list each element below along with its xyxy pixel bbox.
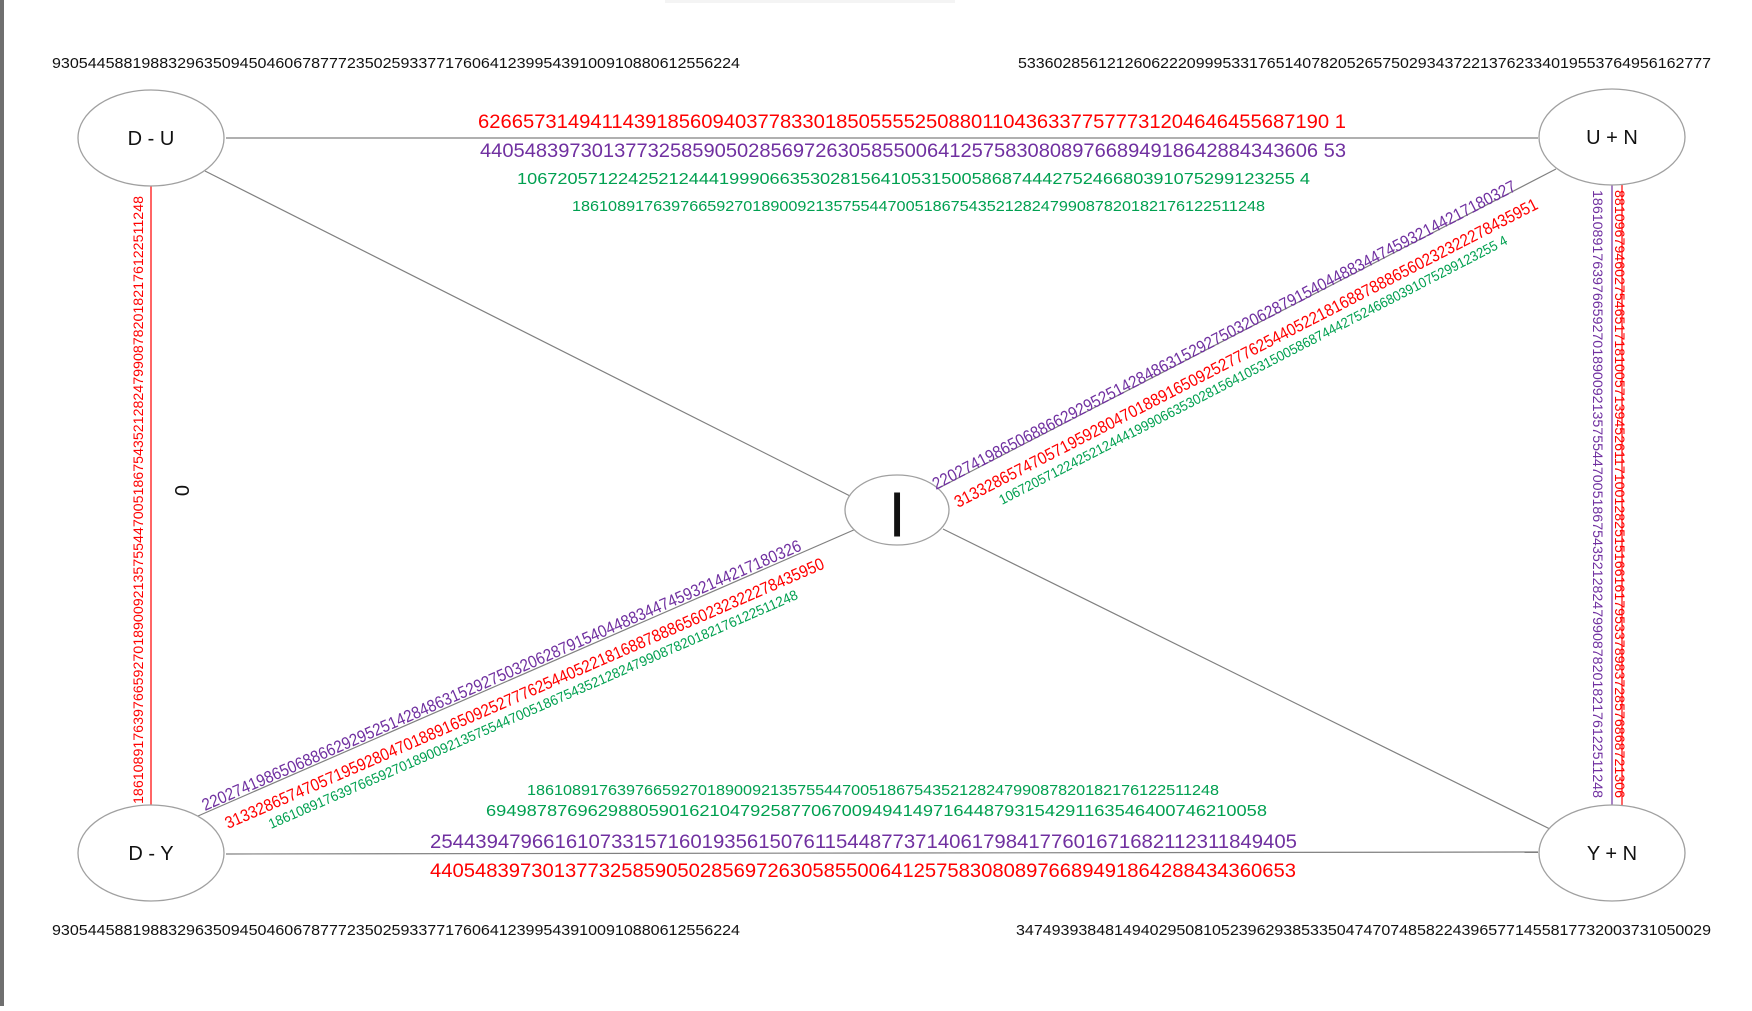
diag-du-center bbox=[204, 170, 859, 501]
right-edge-red-number: 8810967946027546517181005713945261171001… bbox=[1612, 190, 1627, 798]
diag-center-yn bbox=[942, 528, 1557, 833]
node-yn-shape bbox=[1538, 804, 1686, 902]
node-center: | bbox=[844, 474, 950, 546]
node-du: D - U bbox=[77, 89, 225, 187]
top-edge-purple-number: 4405483973013773258590502856972630585500… bbox=[480, 140, 1346, 162]
window-edge bbox=[0, 0, 4, 1006]
node-un-shape bbox=[1538, 88, 1686, 186]
right-edge-purple-number: 1861089176397665927018900921357554470051… bbox=[1590, 190, 1605, 798]
corner-bottom-left-number: 9305445881988329635094504606787772350259… bbox=[52, 922, 740, 939]
node-du-shape bbox=[77, 89, 225, 187]
node-center-label: | bbox=[891, 484, 904, 536]
left-edge-zero-label: 0 bbox=[170, 485, 192, 496]
top-edge-red-number: 6266573149411439185609403778330185055552… bbox=[478, 111, 1346, 133]
diag-center-dy bbox=[197, 528, 857, 817]
diag-ur-green-number: 1067205712242521244419990663530281564105… bbox=[996, 232, 1510, 508]
node-dy-label: D - Y bbox=[128, 843, 173, 865]
node-un: U + N bbox=[1538, 88, 1686, 186]
top-shadow bbox=[665, 0, 955, 3]
diag-center-un bbox=[934, 168, 1557, 491]
bottom-edge-purple-number: 2544394796616107331571601935615076115448… bbox=[430, 831, 1297, 853]
node-center-shape bbox=[844, 474, 950, 546]
node-yn: Y + N bbox=[1538, 804, 1686, 902]
node-un-label: U + N bbox=[1586, 127, 1638, 149]
edge-dy-yn bbox=[225, 851, 1539, 855]
bottom-edge-green-number: 6949878769629880590162104792587706700949… bbox=[486, 803, 1267, 820]
top-edge-green-number-2: 1861089176397665927018900921357554470051… bbox=[572, 198, 1265, 215]
top-edge-green-number: 1067205712242521244419990663530281564105… bbox=[517, 171, 1310, 188]
left-edge-red-number: 1861089176397665927018900921357554470051… bbox=[131, 196, 146, 804]
corner-bottom-right-number: 3474939384814940295081052396293853350474… bbox=[1016, 922, 1711, 939]
corner-top-left-number: 9305445881988329635094504606787772350259… bbox=[52, 55, 740, 72]
diag-ur-purple-number: 2202741986506886629295251428486315292750… bbox=[929, 177, 1519, 494]
node-dy: D - Y bbox=[77, 804, 225, 902]
node-dy-shape bbox=[77, 804, 225, 902]
node-du-label: D - U bbox=[128, 128, 175, 150]
corner-top-right-number: 5336028561212606222099953317651407820526… bbox=[1018, 55, 1711, 72]
diag-ur-red-number: 3133286574705719592804701889165092527776… bbox=[951, 195, 1541, 512]
connector-lines bbox=[150, 137, 1623, 855]
node-yn-label: Y + N bbox=[1587, 843, 1637, 865]
bottom-edge-green-number-2: 1861089176397665927018900921357554470051… bbox=[527, 782, 1219, 799]
diag-ll-purple-number: 2202741986506886629295251428486315292750… bbox=[199, 536, 804, 814]
bottom-edge-red-number: 4405483973013773258590502856972630585500… bbox=[430, 860, 1296, 882]
